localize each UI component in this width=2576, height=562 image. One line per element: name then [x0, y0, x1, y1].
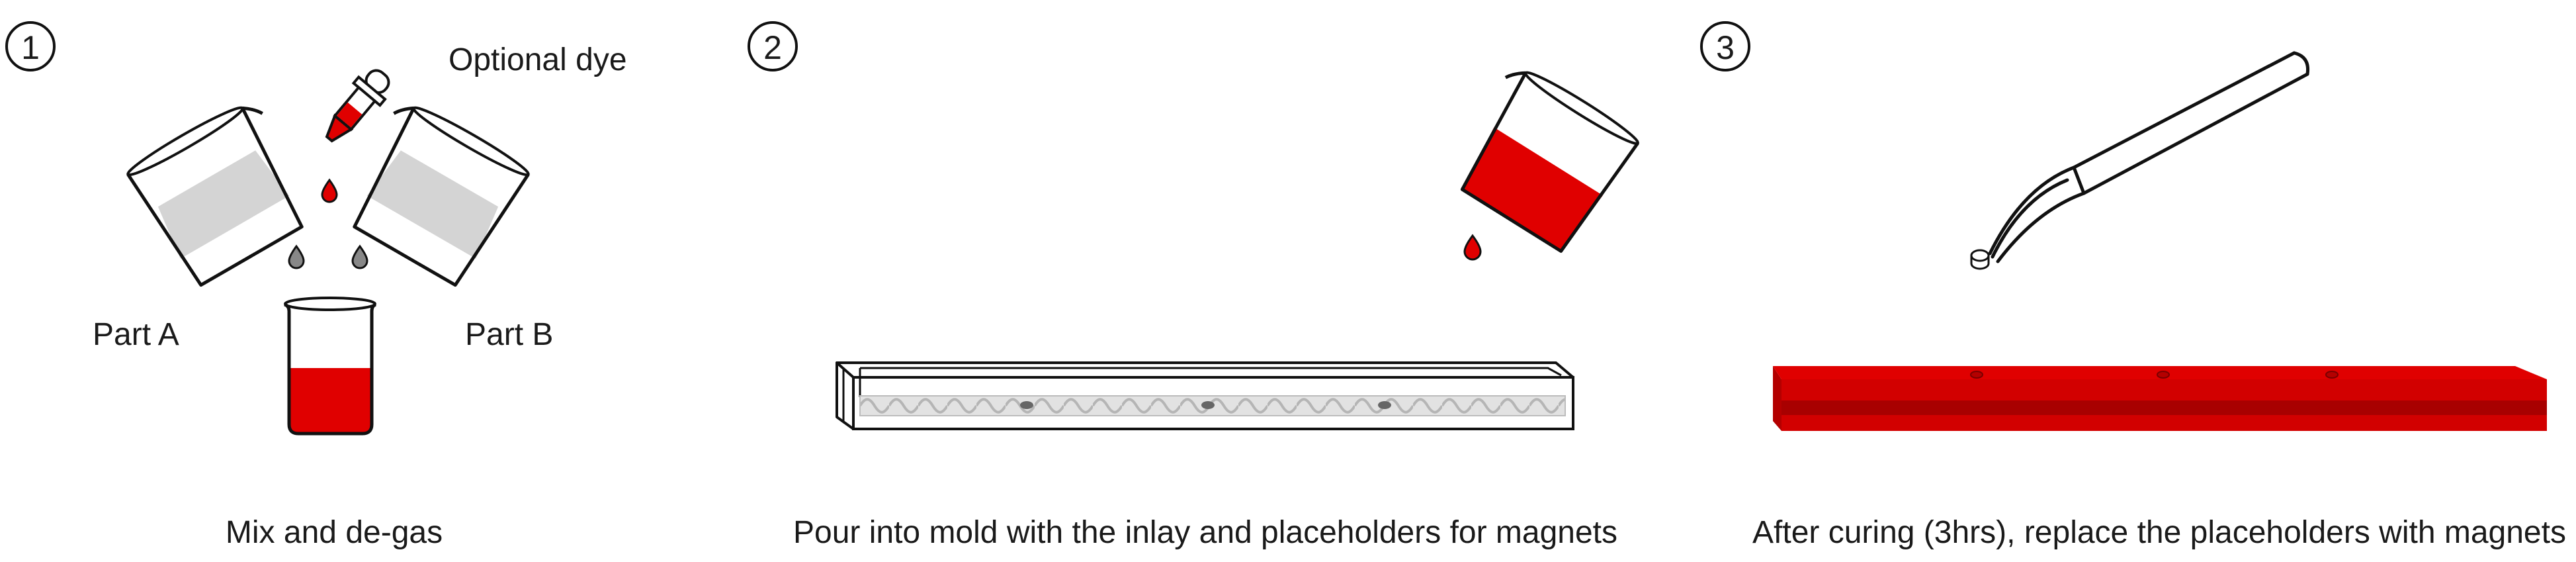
magnet-placeholder [1201, 401, 1215, 409]
mixing-beaker-icon [284, 297, 376, 436]
step-2-caption: Pour into mold with the inlay and placeh… [793, 515, 1617, 550]
pour-drop-icon [1463, 234, 1482, 261]
cured-part-icon [1773, 366, 2547, 431]
part-b-label: Part B [465, 317, 553, 352]
step-3-caption: After curing (3hrs), replace the placeho… [1752, 515, 2566, 550]
step-1: 1 Optional dye Part A [5, 21, 627, 550]
magnet-placeholder [1020, 401, 1033, 409]
step-2-number: 2 [763, 29, 782, 66]
step-1-caption: Mix and de-gas [226, 515, 443, 550]
dropper-icon [325, 69, 390, 143]
step-3-number-badge: 3 [1700, 21, 1750, 71]
magnet-slot [2157, 371, 2170, 379]
drop-a-icon [288, 244, 305, 269]
magnet-slot [2325, 371, 2339, 379]
part-b-beaker-icon [353, 106, 530, 287]
step-3-number: 3 [1716, 29, 1735, 66]
step-3: 3 After curing (3hrs), replace the place… [1700, 21, 2566, 550]
mold-icon [836, 361, 1574, 430]
magnet-slot [1970, 371, 1983, 379]
dye-drop-icon [321, 178, 338, 203]
step-1-number-badge: 1 [5, 21, 56, 71]
dye-label: Optional dye [449, 42, 627, 77]
magnet-placeholder [1378, 401, 1391, 409]
part-a-label: Part A [93, 317, 179, 352]
step-2: 2 Pour into mold with the inlay and plac… [748, 21, 1639, 550]
step-2-number-badge: 2 [748, 21, 798, 71]
step-1-number: 1 [21, 29, 40, 66]
part-a-beaker-icon [126, 106, 304, 287]
pouring-beaker-icon [1460, 71, 1639, 253]
tweezers-icon [1970, 51, 2310, 270]
drop-b-icon [351, 244, 368, 269]
